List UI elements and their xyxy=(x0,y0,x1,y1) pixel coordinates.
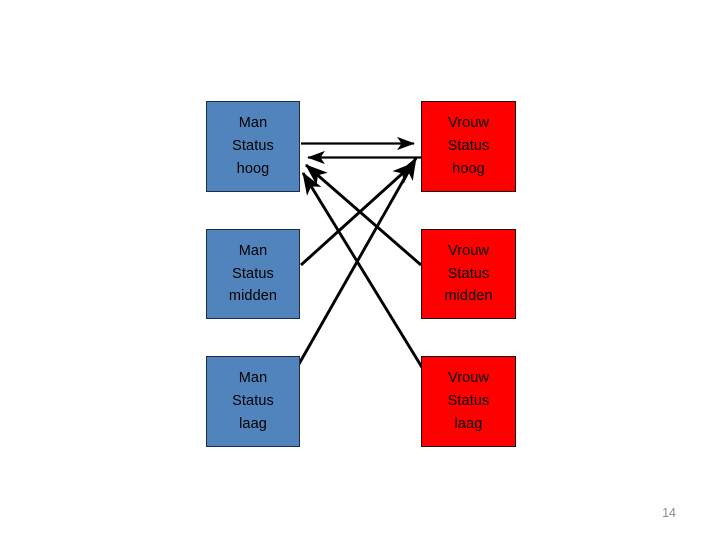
node-label-line-1: Vrouw xyxy=(447,242,490,259)
connector-vrouw-midden-to-man-hoog xyxy=(305,163,422,267)
node-label-line-3: hoog xyxy=(452,160,485,177)
node-label-line-2: Status xyxy=(447,138,490,155)
node-vrouw-status-laag[interactable]: Vrouw Status laag xyxy=(421,356,516,447)
node-label-line-2: Status xyxy=(232,138,274,155)
node-label-line-3: midden xyxy=(228,288,278,305)
node-label-line-2: Status xyxy=(232,393,274,410)
node-label-line-1: Man xyxy=(238,115,268,132)
node-vrouw-status-midden[interactable]: Vrouw Status midden xyxy=(421,229,516,319)
node-man-status-midden[interactable]: Man Status midden xyxy=(206,229,300,319)
node-label-line-2: Status xyxy=(447,265,490,282)
page-number: 14 xyxy=(662,506,676,520)
node-vrouw-status-hoog[interactable]: Vrouw Status hoog xyxy=(421,101,516,192)
connector-man-midden-to-vrouw-hoog xyxy=(300,161,415,267)
node-label-line-1: Vrouw xyxy=(447,115,490,132)
connector-man-laag-to-vrouw-hoog xyxy=(297,156,418,365)
node-label-line-1: Vrouw xyxy=(447,370,490,387)
node-label-line-3: laag xyxy=(239,415,267,432)
node-label-line-2: Status xyxy=(232,265,274,282)
connector-vrouw-laag-to-man-hoog xyxy=(301,172,425,370)
node-label-line-3: hoog xyxy=(236,160,270,177)
node-label-line-3: midden xyxy=(444,288,493,305)
node-label-line-1: Man xyxy=(238,242,268,259)
node-label-line-3: laag xyxy=(454,415,483,432)
node-man-status-laag[interactable]: Man Status laag xyxy=(206,356,300,447)
node-label-line-2: Status xyxy=(447,393,490,410)
node-man-status-hoog[interactable]: Man Status hoog xyxy=(206,101,300,192)
node-label-line-1: Man xyxy=(238,370,268,387)
